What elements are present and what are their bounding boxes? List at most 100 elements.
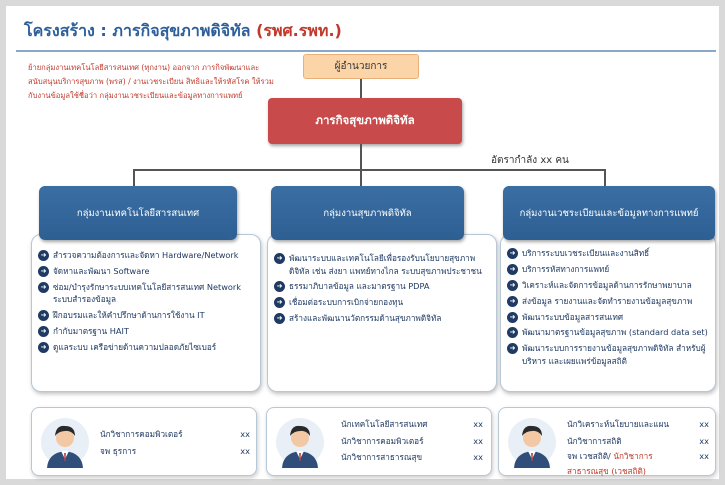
- staff-count: xx: [240, 445, 250, 456]
- staff-role: จพ ธุรการ: [100, 445, 137, 456]
- connector-group-2: [360, 169, 362, 186]
- arrow-circle-icon: ➜: [38, 250, 49, 261]
- staff-role: นักวิชาการสาธารณสุข: [341, 452, 423, 462]
- arrow-circle-icon: ➜: [507, 248, 518, 259]
- group-tasks-it: ➜ สำรวจความต้องการและจัดหา Hardware/Netwo…: [31, 234, 261, 392]
- page-title: โครงสร้าง : ภารกิจสุขภาพดิจิทัล (รพศ.รพท…: [24, 19, 342, 44]
- staff-row: นักเทคโนโลยีสารสนเทศ xx: [341, 416, 483, 433]
- task-item: ➜ ส่งข้อมูล รายงานและจัดทำรายงานข้อมูลสุข…: [507, 295, 709, 308]
- task-text: สำรวจความต้องการและจัดหา Hardware/Networ…: [53, 250, 239, 260]
- task-item: ➜ พัฒนาระบบการรายงานข้อมูลสุขภาพดิจิทัล ส…: [507, 342, 709, 367]
- task-text: จัดหาและพัฒนา Software: [53, 265, 150, 276]
- task-item: ➜วิเคราะห์และจัดการข้อมูลด้านการรักษาพยา…: [507, 279, 709, 292]
- task-list: ➜บริการระบบเวชระเบียนและงานสิทธิ์➜บริการ…: [501, 235, 715, 367]
- staff-role-highlight: นักวิชาการสาธารณสุข (เวชสถิติ): [567, 451, 653, 476]
- arrow-circle-icon: ➜: [507, 263, 518, 275]
- arrow-circle-icon: ➜: [38, 310, 49, 322]
- task-item: ➜ สร้างและพัฒนานวัตกรรมด้านสุขภาพดิจิทัล: [274, 312, 490, 325]
- task-item: ➜ ดูแลระบบ เครือข่ายด้านความปลอดภัยไซเบอร…: [38, 341, 254, 354]
- arrow-circle-icon: ➜: [507, 279, 518, 291]
- staff-row: นักวิชาการสถิติ xx: [567, 433, 709, 450]
- title-text: โครงสร้าง : ภารกิจสุขภาพดิจิทัล: [24, 21, 251, 40]
- arrow-circle-icon: ➜: [38, 265, 49, 277]
- staff-box-digital-health: นักเทคโนโลยีสารสนเทศ xx นักวิชาการคอมพิวเ…: [266, 407, 492, 476]
- arrow-circle-icon: ➜: [507, 343, 518, 355]
- task-list: ➜ สำรวจความต้องการและจัดหา Hardware/Netwo…: [32, 235, 260, 353]
- task-text: เชื่อมต่อระบบการเบิกจ่ายกองทุน: [289, 297, 404, 308]
- staff-count: xx: [473, 419, 483, 429]
- staff-row: นักวิชาการคอมพิวเตอร์ xx: [341, 433, 483, 450]
- staff-list: นักวิชาการคอมพิวเตอร์ xx จพ ธุรการ xx: [100, 426, 250, 459]
- arrow-circle-icon: ➜: [38, 341, 49, 353]
- staff-role-text: จพ เวชสถิติ/: [567, 451, 611, 461]
- manpower-label: อัตรากำลัง xx คน: [491, 155, 569, 166]
- task-item: ➜ จัดหาและพัฒนา Software: [38, 265, 254, 278]
- mission-box: ภารกิจสุขภาพดิจิทัล: [268, 98, 462, 144]
- title-abbreviation: (รพศ.รพท.): [256, 21, 342, 40]
- staff-count: xx: [240, 429, 250, 439]
- connector-group-1: [133, 169, 135, 186]
- task-item: ➜ กำกับมาตรฐาน HAIT: [38, 325, 254, 338]
- arrow-circle-icon: ➜: [507, 327, 518, 339]
- task-text: ซ่อม/บำรุงรักษาระบบเทคโนโลยีสารสนเทศ Net…: [53, 281, 242, 305]
- arrow-circle-icon: ➜: [274, 313, 285, 325]
- task-item: ➜ พัฒนาระบบและเทคโนโลยีเพื่อรองรับนโยบายส…: [274, 252, 490, 277]
- task-item: ➜ ซ่อม/บำรุงรักษาระบบเทคโนโลยีสารสนเทศ Ne…: [38, 281, 254, 306]
- task-item: ➜ บริการรหัสทางการแพทย์: [507, 263, 709, 276]
- connector-director-mission: [360, 79, 362, 98]
- restructure-note: ย้ายกลุ่มงานเทคโนโลยีสารสนเทศ (ทุกงาน) อ…: [28, 63, 274, 100]
- staff-list: นักเทคโนโลยีสารสนเทศ xx นักวิชาการคอมพิวเ…: [341, 416, 483, 466]
- staff-role: จพ เวชสถิติ/ นักวิชาการสาธารณสุข (เวชสถิ…: [567, 449, 691, 479]
- task-text: กำกับมาตรฐาน HAIT: [53, 326, 129, 337]
- group-header-it: กลุ่มงานเทคโนโลยีสารสนเทศ: [39, 186, 237, 240]
- staff-count: xx: [699, 419, 709, 429]
- staff-count: xx: [473, 435, 483, 446]
- staff-row: นักวิชาการคอมพิวเตอร์ xx: [100, 426, 250, 443]
- staff-role: นักเทคโนโลยีสารสนเทศ: [341, 419, 428, 429]
- task-text: พัฒนาระบบและเทคโนโลยีเพื่อรองรับนโยบายสุ…: [289, 253, 482, 276]
- task-text: ส่งข้อมูล รายงานและจัดทำรายงานข้อมูลสุขภ…: [522, 295, 693, 306]
- task-item: ➜ สำรวจความต้องการและจัดหา Hardware/Netwo…: [38, 249, 254, 262]
- person-avatar-icon: [276, 418, 324, 468]
- task-list: ➜ พัฒนาระบบและเทคโนโลยีเพื่อรองรับนโยบายส…: [268, 235, 496, 325]
- task-text: พัฒนามาตรฐานข้อมูลสุขภาพ (standard data …: [522, 327, 708, 338]
- task-item: ➜ พัฒนามาตรฐานข้อมูลสุขภาพ (standard data…: [507, 326, 709, 339]
- task-text: บริการรหัสทางการแพทย์: [522, 263, 610, 274]
- task-item: ➜บริการระบบเวชระเบียนและงานสิทธิ์: [507, 247, 709, 260]
- task-item: ➜ ธรรมาภิบาลข้อมูล และมาตรฐาน PDPA: [274, 280, 490, 293]
- staff-row: จพ ธุรการ xx: [100, 443, 250, 460]
- director-box: ผู้อำนวยการ: [303, 54, 419, 79]
- staff-role: นักวิชาการคอมพิวเตอร์: [341, 435, 424, 446]
- group-tasks-medical-records: ➜บริการระบบเวชระเบียนและงานสิทธิ์➜บริการ…: [500, 234, 716, 392]
- task-text: ดูแลระบบ เครือข่ายด้านความปลอดภัยไซเบอร์: [53, 341, 217, 352]
- arrow-circle-icon: ➜: [38, 281, 49, 293]
- person-avatar-icon: [508, 418, 556, 468]
- task-text: พัฒนาระบบข้อมูลสารสนเทศ: [522, 311, 624, 322]
- task-item: ➜พัฒนาระบบข้อมูลสารสนเทศ: [507, 311, 709, 324]
- task-text: พัฒนาระบบการรายงานข้อมูลสุขภาพดิจิทัล สำ…: [522, 343, 706, 366]
- staff-box-it: นักวิชาการคอมพิวเตอร์ xx จพ ธุรการ xx: [31, 407, 257, 476]
- staff-count: xx: [699, 435, 709, 446]
- staff-role: นักวิชาการคอมพิวเตอร์: [100, 429, 183, 439]
- task-text: ธรรมาภิบาลข้อมูล และมาตรฐาน PDPA: [289, 281, 430, 292]
- connector-horizontal: [133, 169, 606, 171]
- arrow-circle-icon: ➜: [274, 281, 285, 293]
- arrow-circle-icon: ➜: [38, 326, 49, 338]
- staff-count: xx: [699, 451, 709, 461]
- arrow-circle-icon: ➜: [274, 297, 285, 309]
- group-tasks-digital-health: ➜ พัฒนาระบบและเทคโนโลยีเพื่อรองรับนโยบายส…: [267, 234, 497, 392]
- task-text: ฝึกอบรมและให้คำปรึกษาด้านการใช้งาน IT: [53, 310, 205, 321]
- staff-row: จพ เวชสถิติ/ นักวิชาการสาธารณสุข (เวชสถิ…: [567, 449, 709, 479]
- task-text: สร้างและพัฒนานวัตกรรมด้านสุขภาพดิจิทัล: [289, 313, 442, 324]
- arrow-circle-icon: ➜: [507, 295, 518, 307]
- arrow-circle-icon: ➜: [274, 253, 285, 264]
- task-item: ➜ ฝึกอบรมและให้คำปรึกษาด้านการใช้งาน IT: [38, 309, 254, 322]
- staff-role: นักวิชาการสถิติ: [567, 435, 622, 446]
- org-chart-slide: โครงสร้าง : ภารกิจสุขภาพดิจิทัล (รพศ.รพท…: [6, 6, 719, 479]
- group-header-digital-health: กลุ่มงานสุขภาพดิจิทัล: [271, 186, 464, 240]
- connector-group-3: [604, 169, 606, 186]
